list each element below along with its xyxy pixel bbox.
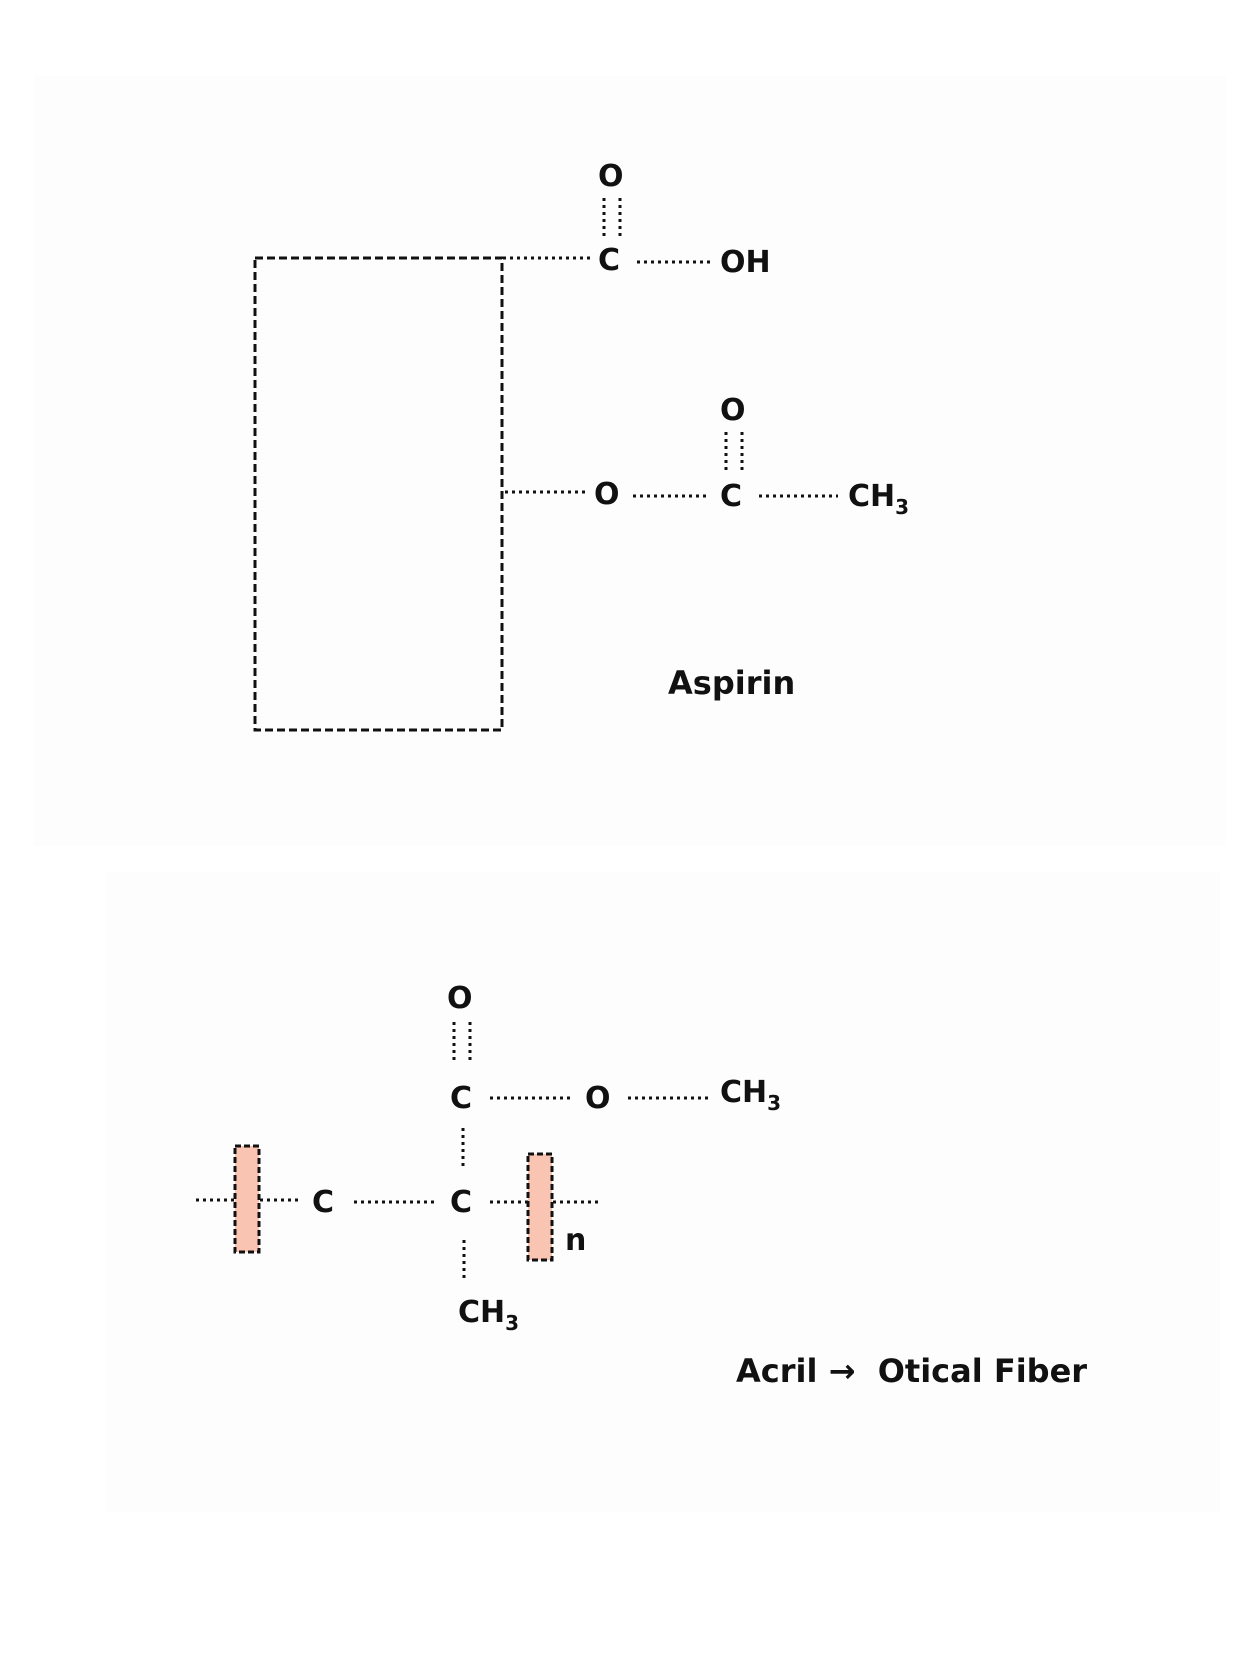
benzene-ring-placeholder [253, 256, 504, 732]
acrylic-ester-methyl: CH3 [720, 1075, 781, 1115]
acrylic-caption: Acril → Otical Fiber [736, 1352, 1087, 1390]
acrylic-side-methyl: CH3 [458, 1295, 519, 1335]
right-repeat-bracket [526, 1152, 554, 1262]
carboxyl-carbon: C [598, 243, 620, 278]
left-repeat-bracket [233, 1144, 261, 1254]
ester-oxygen: O [594, 477, 620, 512]
backbone-carbon-1: C [312, 1185, 334, 1220]
aspirin-caption: Aspirin [668, 664, 795, 702]
aspirin-panel [34, 76, 1226, 846]
acrylic-panel [106, 872, 1220, 1512]
acrylic-ester-carbon: C [450, 1081, 472, 1116]
ester-methyl: CH3 [848, 479, 909, 519]
hydroxyl-group: OH [720, 245, 771, 280]
acrylic-structure: O C O CH3 C C n CH3 Acril → Otical Fiber [196, 981, 1087, 1390]
ester-carbon: C [720, 479, 742, 514]
acrylic-carbonyl-oxygen: O [447, 981, 473, 1016]
aspirin-structure: C O OH O C O CH3 Aspirin [253, 159, 909, 732]
ester-carbonyl-oxygen: O [720, 393, 746, 428]
repeat-count-n: n [565, 1223, 586, 1258]
acrylic-ester-oxygen: O [585, 1081, 611, 1116]
carboxyl-carbonyl-oxygen: O [598, 159, 624, 194]
backbone-carbon-2: C [450, 1185, 472, 1220]
